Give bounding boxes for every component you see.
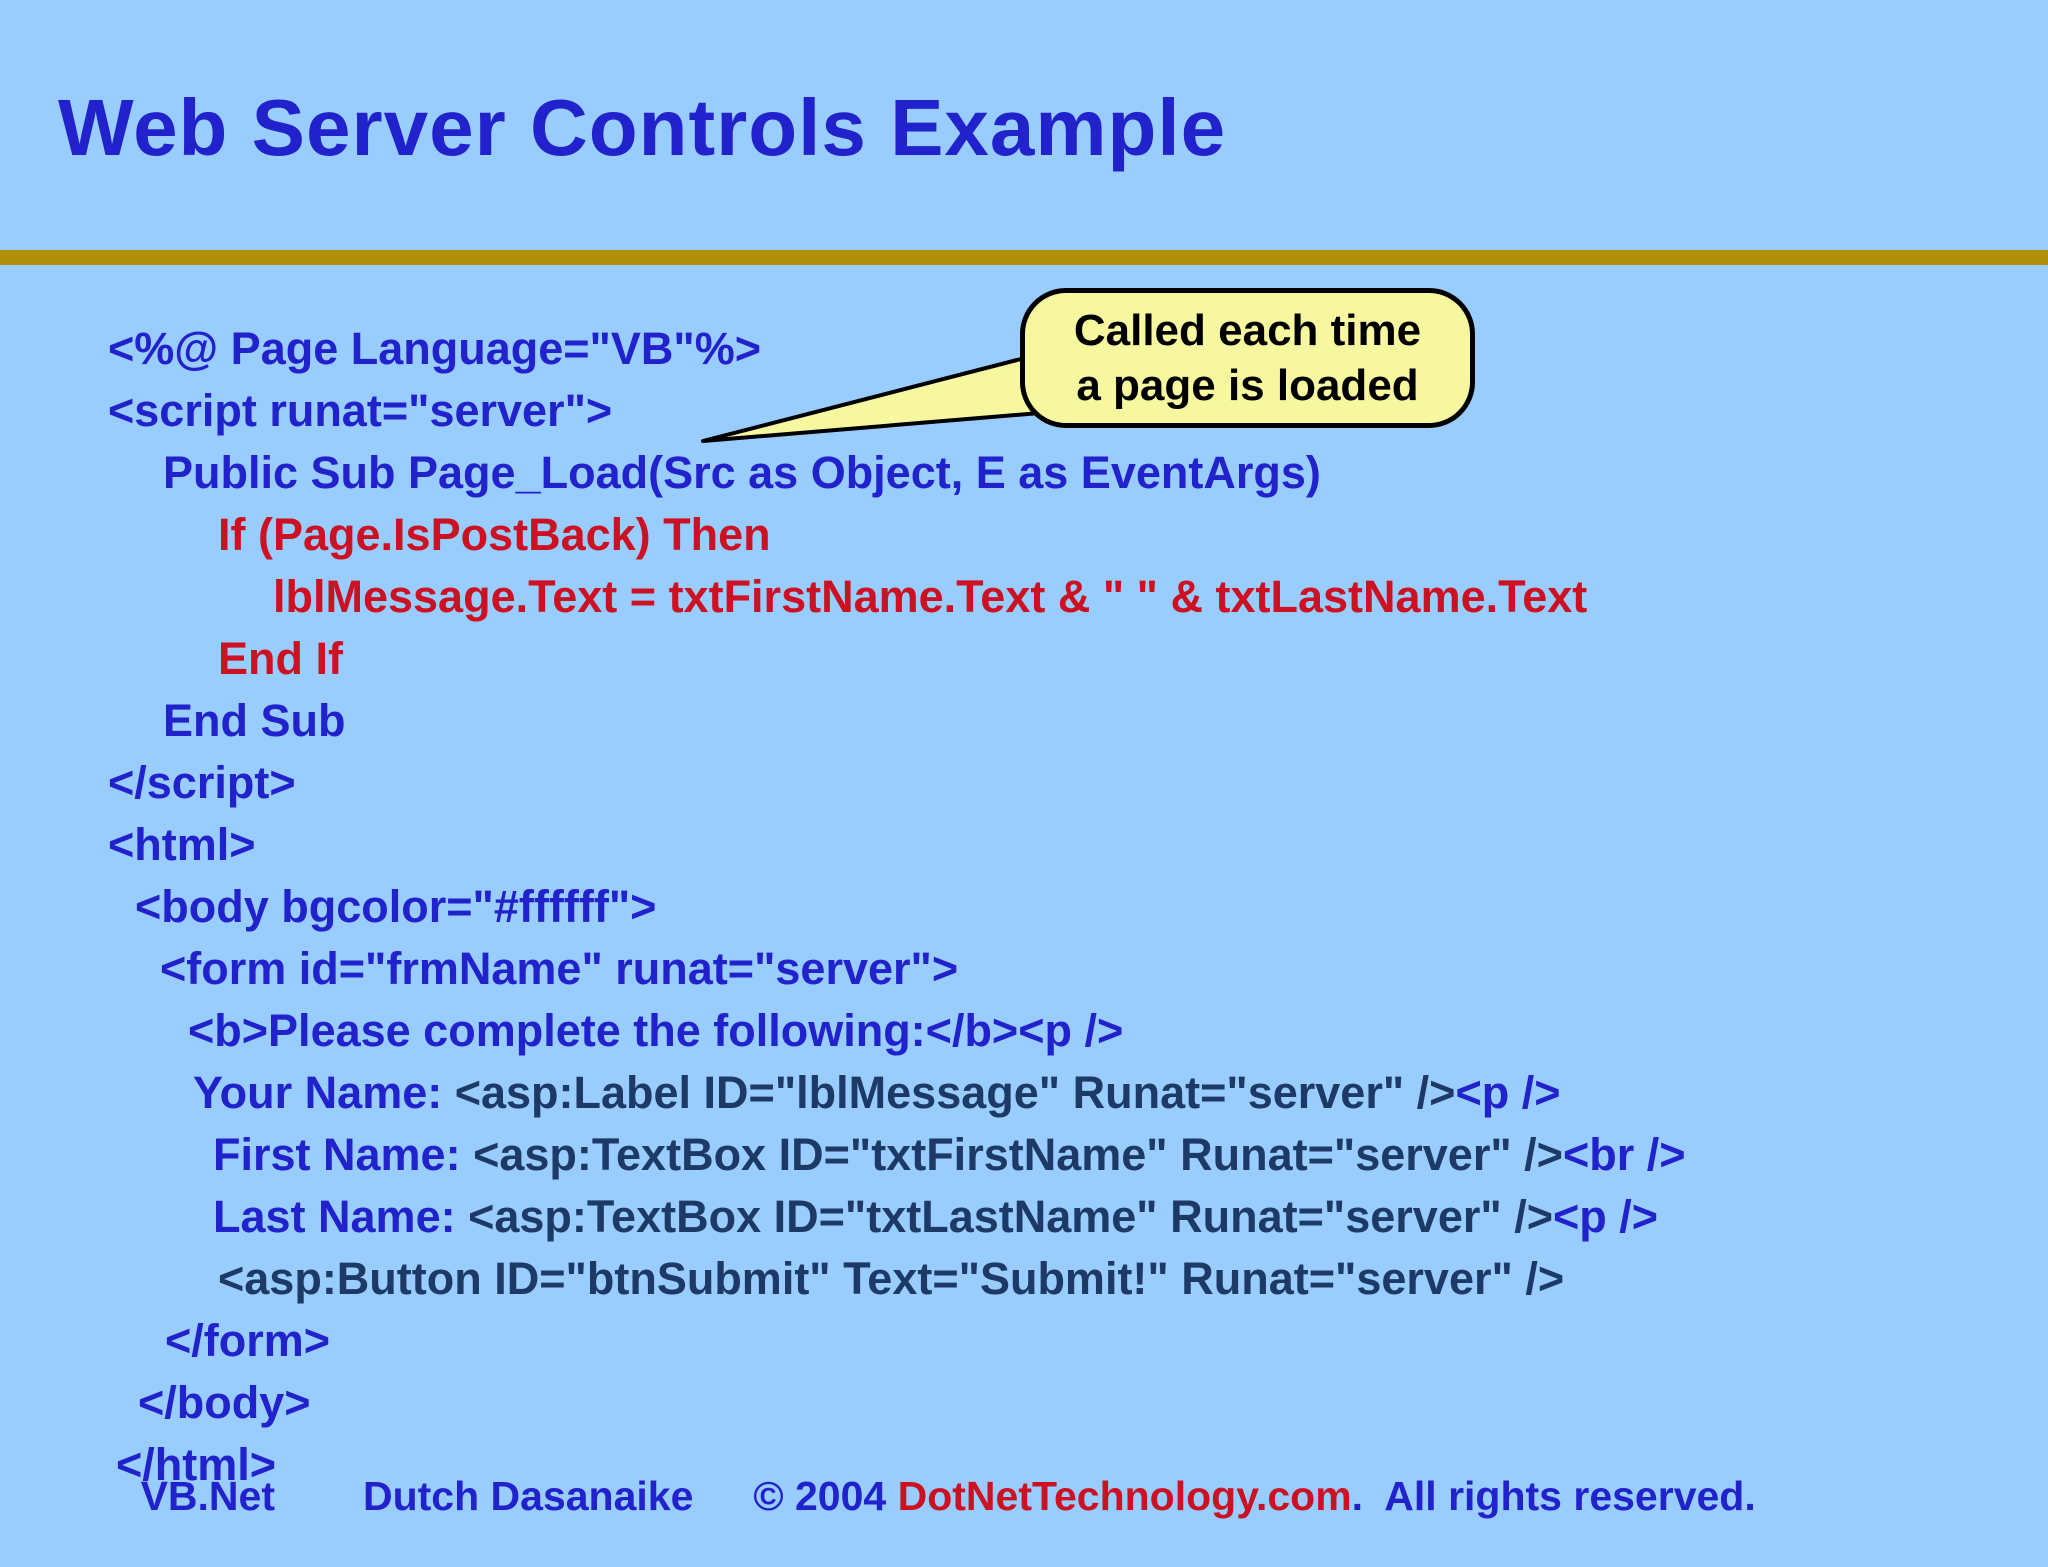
code-segment: Last Name:: [213, 1191, 469, 1242]
code-segment: </html>: [116, 1439, 277, 1490]
code-line: <%@ Page Language="VB"%>: [108, 318, 1686, 380]
code-block: <%@ Page Language="VB"%> <script runat="s…: [108, 318, 1686, 1496]
code-line: </body>: [108, 1372, 1686, 1434]
footer-site-name: DotNetTechnology.com: [897, 1473, 1352, 1519]
code-segment: <asp:Button ID="btnSubmit" Text="Submit!…: [218, 1253, 1565, 1304]
code-segment: lblMessage.Text = txtFirstName.Text & " …: [273, 571, 1588, 622]
code-segment: First Name:: [213, 1129, 474, 1180]
footer-author: Dutch Dasanaike: [363, 1473, 694, 1519]
code-line: </script>: [108, 752, 1686, 814]
code-line: <html>: [108, 814, 1686, 876]
code-line: <body bgcolor="#ffffff">: [108, 876, 1686, 938]
code-line: Last Name: <asp:TextBox ID="txtLastName"…: [108, 1186, 1686, 1248]
code-segment: If (Page.IsPostBack) Then: [218, 509, 771, 560]
code-segment: <b>Please complete the following:</b><p …: [188, 1005, 1124, 1056]
code-segment: </script>: [108, 757, 296, 808]
code-line: Public Sub Page_Load(Src as Object, E as…: [108, 442, 1686, 504]
code-line: <form id="frmName" runat="server">: [108, 938, 1686, 1000]
code-segment: <asp:TextBox ID="txtFirstName" Runat="se…: [473, 1129, 1563, 1180]
code-line: lblMessage.Text = txtFirstName.Text & " …: [108, 566, 1686, 628]
code-segment: <script runat="server">: [108, 385, 613, 436]
footer-rights: . All rights reserved.: [1351, 1473, 1756, 1519]
callout-text-line1: Called each time: [1073, 306, 1422, 355]
code-segment: Public Sub Page_Load(Src as Object, E as…: [163, 447, 1321, 498]
code-line: Your Name: <asp:Label ID="lblMessage" Ru…: [108, 1062, 1686, 1124]
callout-bubble: Called each time a page is loaded: [1020, 288, 1475, 428]
code-segment: <p />: [1455, 1067, 1561, 1118]
footer-product-label: VB.Net: [140, 1473, 275, 1519]
code-segment: <br />: [1562, 1129, 1686, 1180]
code-segment: <p />: [1553, 1191, 1659, 1242]
footer: VB.Net Dutch Dasanaike © 2004 DotNetTechno…: [95, 1426, 1756, 1567]
footer-copyright: © 2004: [753, 1473, 898, 1519]
code-segment: <body bgcolor="#ffffff">: [135, 881, 657, 932]
code-segment: <asp:Label ID="lblMessage" Runat="server…: [454, 1067, 1456, 1118]
title-underline-rule: [0, 250, 2048, 265]
code-segment: <html>: [108, 819, 256, 870]
code-line: If (Page.IsPostBack) Then: [108, 504, 1686, 566]
code-segment: <form id="frmName" runat="server">: [160, 943, 959, 994]
code-segment: </form>: [165, 1315, 331, 1366]
code-line: <script runat="server">: [108, 380, 1686, 442]
code-line: </html>: [108, 1434, 1686, 1496]
callout-text-line2: a page is loaded: [1076, 361, 1419, 410]
code-line: First Name: <asp:TextBox ID="txtFirstNam…: [108, 1124, 1686, 1186]
code-segment: Your Name:: [193, 1067, 455, 1118]
code-segment: </body>: [138, 1377, 311, 1428]
code-segment: <%@ Page Language="VB"%>: [108, 323, 762, 374]
code-line: <asp:Button ID="btnSubmit" Text="Submit!…: [108, 1248, 1686, 1310]
code-segment: End If: [218, 633, 343, 684]
code-line: End If: [108, 628, 1686, 690]
code-line: <b>Please complete the following:</b><p …: [108, 1000, 1686, 1062]
code-segment: End Sub: [163, 695, 346, 746]
code-line: </form>: [108, 1310, 1686, 1372]
slide-title: Web Server Controls Example: [58, 83, 1227, 172]
code-line: End Sub: [108, 690, 1686, 752]
code-segment: <asp:TextBox ID="txtLastName" Runat="ser…: [468, 1191, 1553, 1242]
